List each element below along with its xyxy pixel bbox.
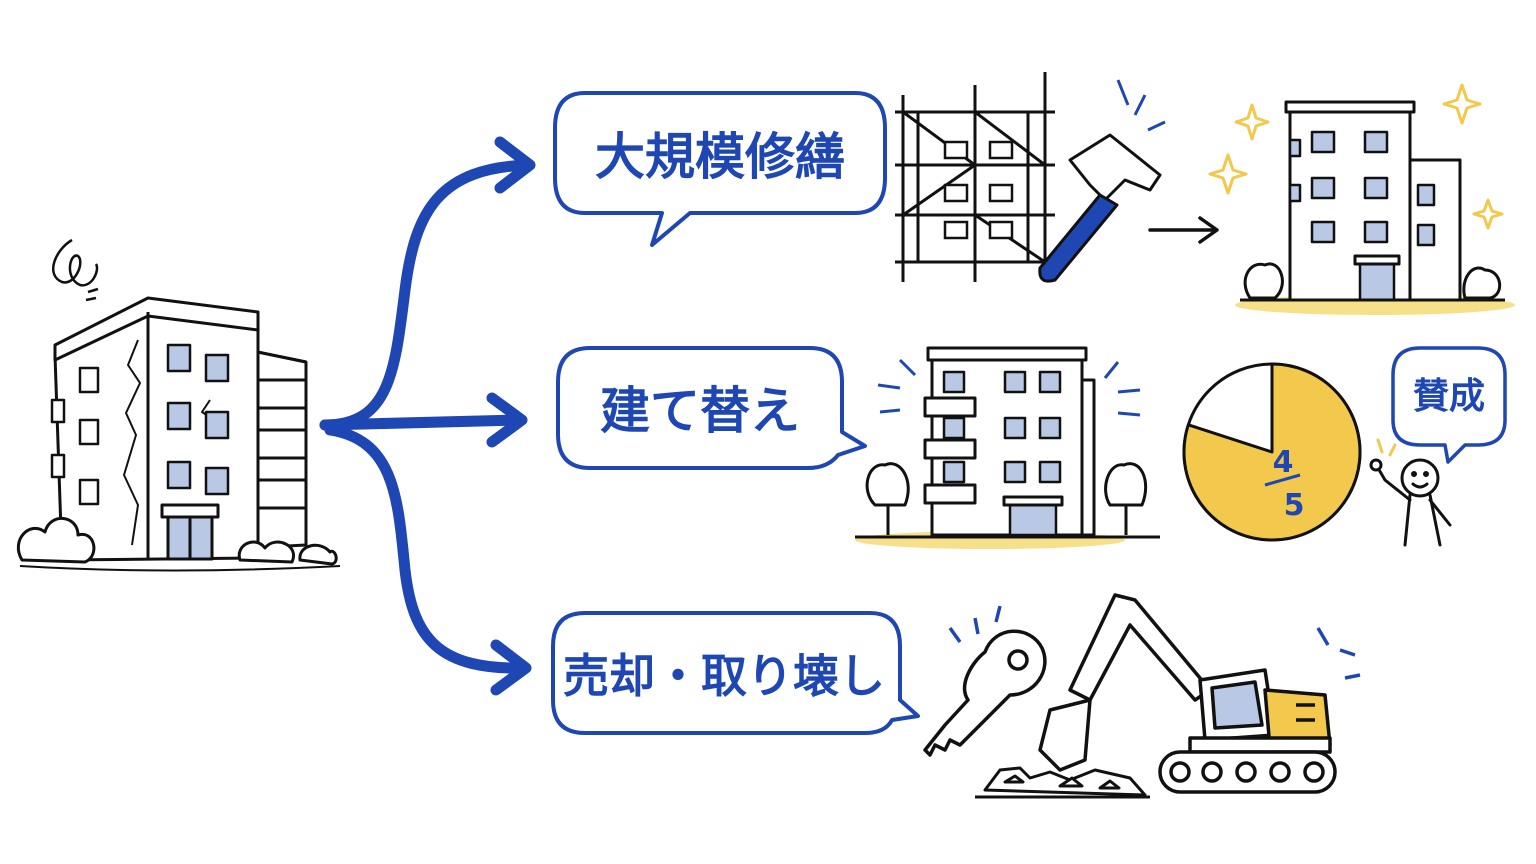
branch-arrow-middle: [319, 414, 526, 431]
renovated-building-icon: [1235, 100, 1515, 315]
sparkle-icon: [1208, 83, 1504, 230]
worry-scribble-icon: [52, 238, 99, 302]
rubble-icon: [975, 766, 1150, 799]
branch-arrows: [319, 136, 536, 696]
hammer-icon: [1038, 79, 1166, 283]
old-building-icon: [16, 238, 341, 572]
option-label-2: 建て替え: [600, 382, 800, 440]
option-bubble-3: 売却・取り壊し: [551, 611, 920, 735]
scaffolding-icon: [895, 72, 1055, 282]
key-icon: [923, 605, 1047, 757]
arrow-right-icon: [1148, 216, 1219, 244]
vote-fraction-numerator: 4: [1273, 445, 1294, 480]
vote-fraction-bar: [1264, 473, 1301, 487]
approval-bubble: 賛成: [1391, 346, 1507, 464]
pie-chart-icon: 4 5: [1182, 362, 1362, 542]
excavator-icon: [1038, 593, 1361, 794]
new-building-icon: [855, 346, 1160, 549]
approval-label: 賛成: [1413, 376, 1485, 417]
vote-fraction-denominator: 5: [1284, 488, 1305, 523]
option-label-1: 大規模修繕: [595, 128, 845, 186]
option-bubble-2: 建て替え: [556, 346, 867, 470]
branch-arrow-top: [319, 159, 534, 431]
pie-approval-slice: [1182, 362, 1362, 542]
stick-figure-icon: [1369, 438, 1452, 547]
option-bubble-1: 大規模修繕: [553, 91, 887, 247]
option-label-3: 売却・取り壊し: [563, 649, 885, 703]
branch-arrow-bottom: [324, 424, 531, 674]
